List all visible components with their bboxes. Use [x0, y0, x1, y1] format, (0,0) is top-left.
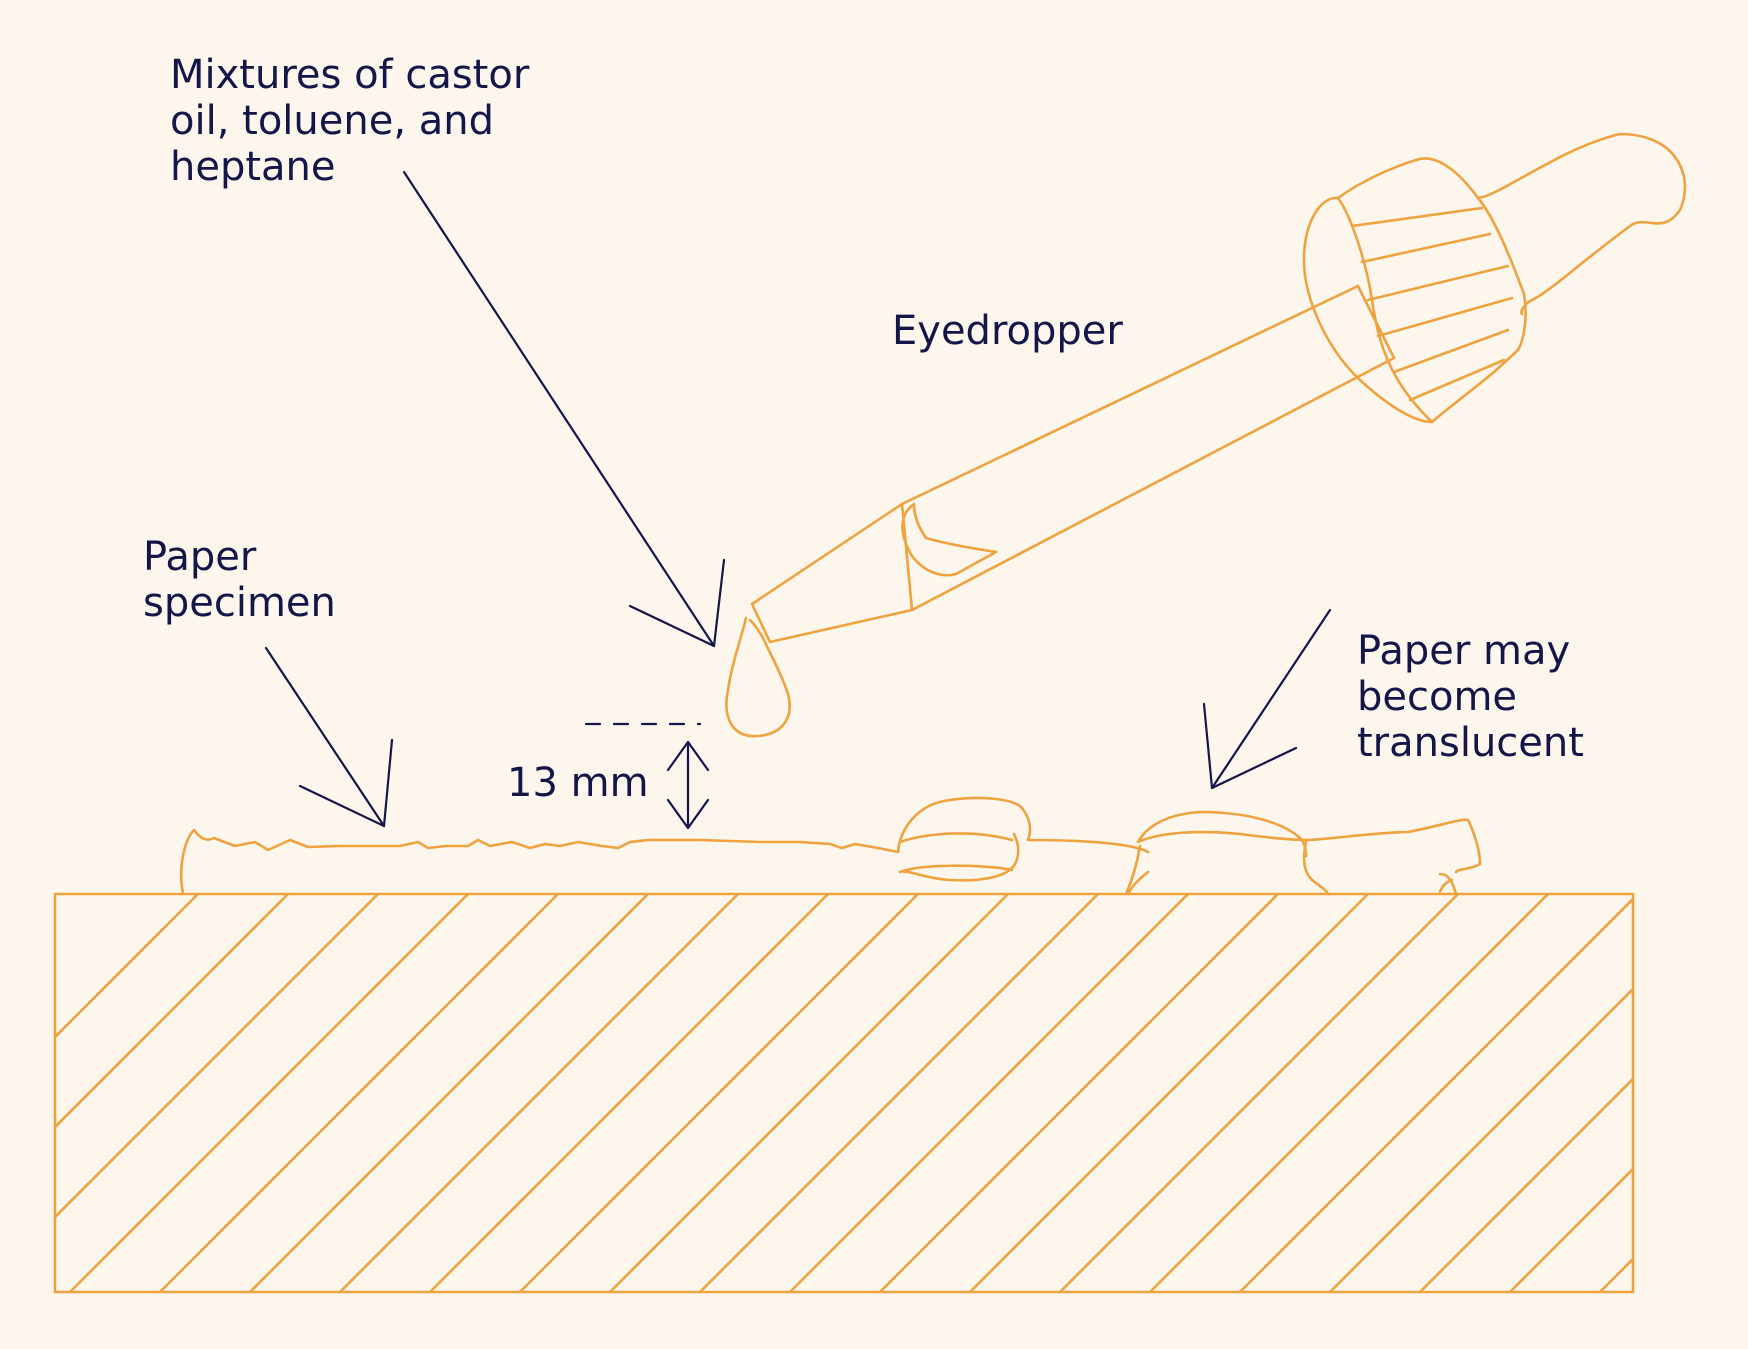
- paper-specimen-strip: [179, 796, 1482, 896]
- block-outline: [53, 892, 1635, 1294]
- drop-height-dimension: [584, 722, 710, 830]
- dimension-arrowhead-up: [666, 740, 710, 772]
- block-hatching: [55, 894, 1633, 1292]
- translucent-label-line: become: [1357, 674, 1518, 720]
- dimension-arrowhead-down: [666, 798, 710, 830]
- pointer-translucent: [1202, 608, 1332, 790]
- pointer-mixture: [402, 170, 726, 648]
- translucent-label-line: translucent: [1357, 720, 1584, 766]
- translucent-label-line: Paper may: [1357, 628, 1571, 674]
- mixture-label-line: heptane: [170, 144, 336, 190]
- eyedropper-label: Eyedropper: [892, 308, 1123, 354]
- mixture-label-line: oil, toluene, and: [170, 98, 495, 144]
- drop-height-label: 13 mm: [507, 760, 649, 806]
- base-block: [53, 892, 1635, 1294]
- mixture-label-line: Mixtures of castor: [170, 52, 530, 98]
- pointer-paper-specimen: [264, 646, 394, 828]
- paper-specimen-label-line: Paper: [143, 534, 257, 580]
- paper-specimen-label-line: specimen: [143, 580, 336, 626]
- mixture-label: Mixtures of castor oil, toluene, and hep…: [170, 52, 529, 190]
- translucent-label: Paper may become translucent: [1357, 628, 1584, 766]
- paper-specimen-label: Paper specimen: [143, 534, 336, 626]
- eyedropper-drawing: [725, 132, 1687, 738]
